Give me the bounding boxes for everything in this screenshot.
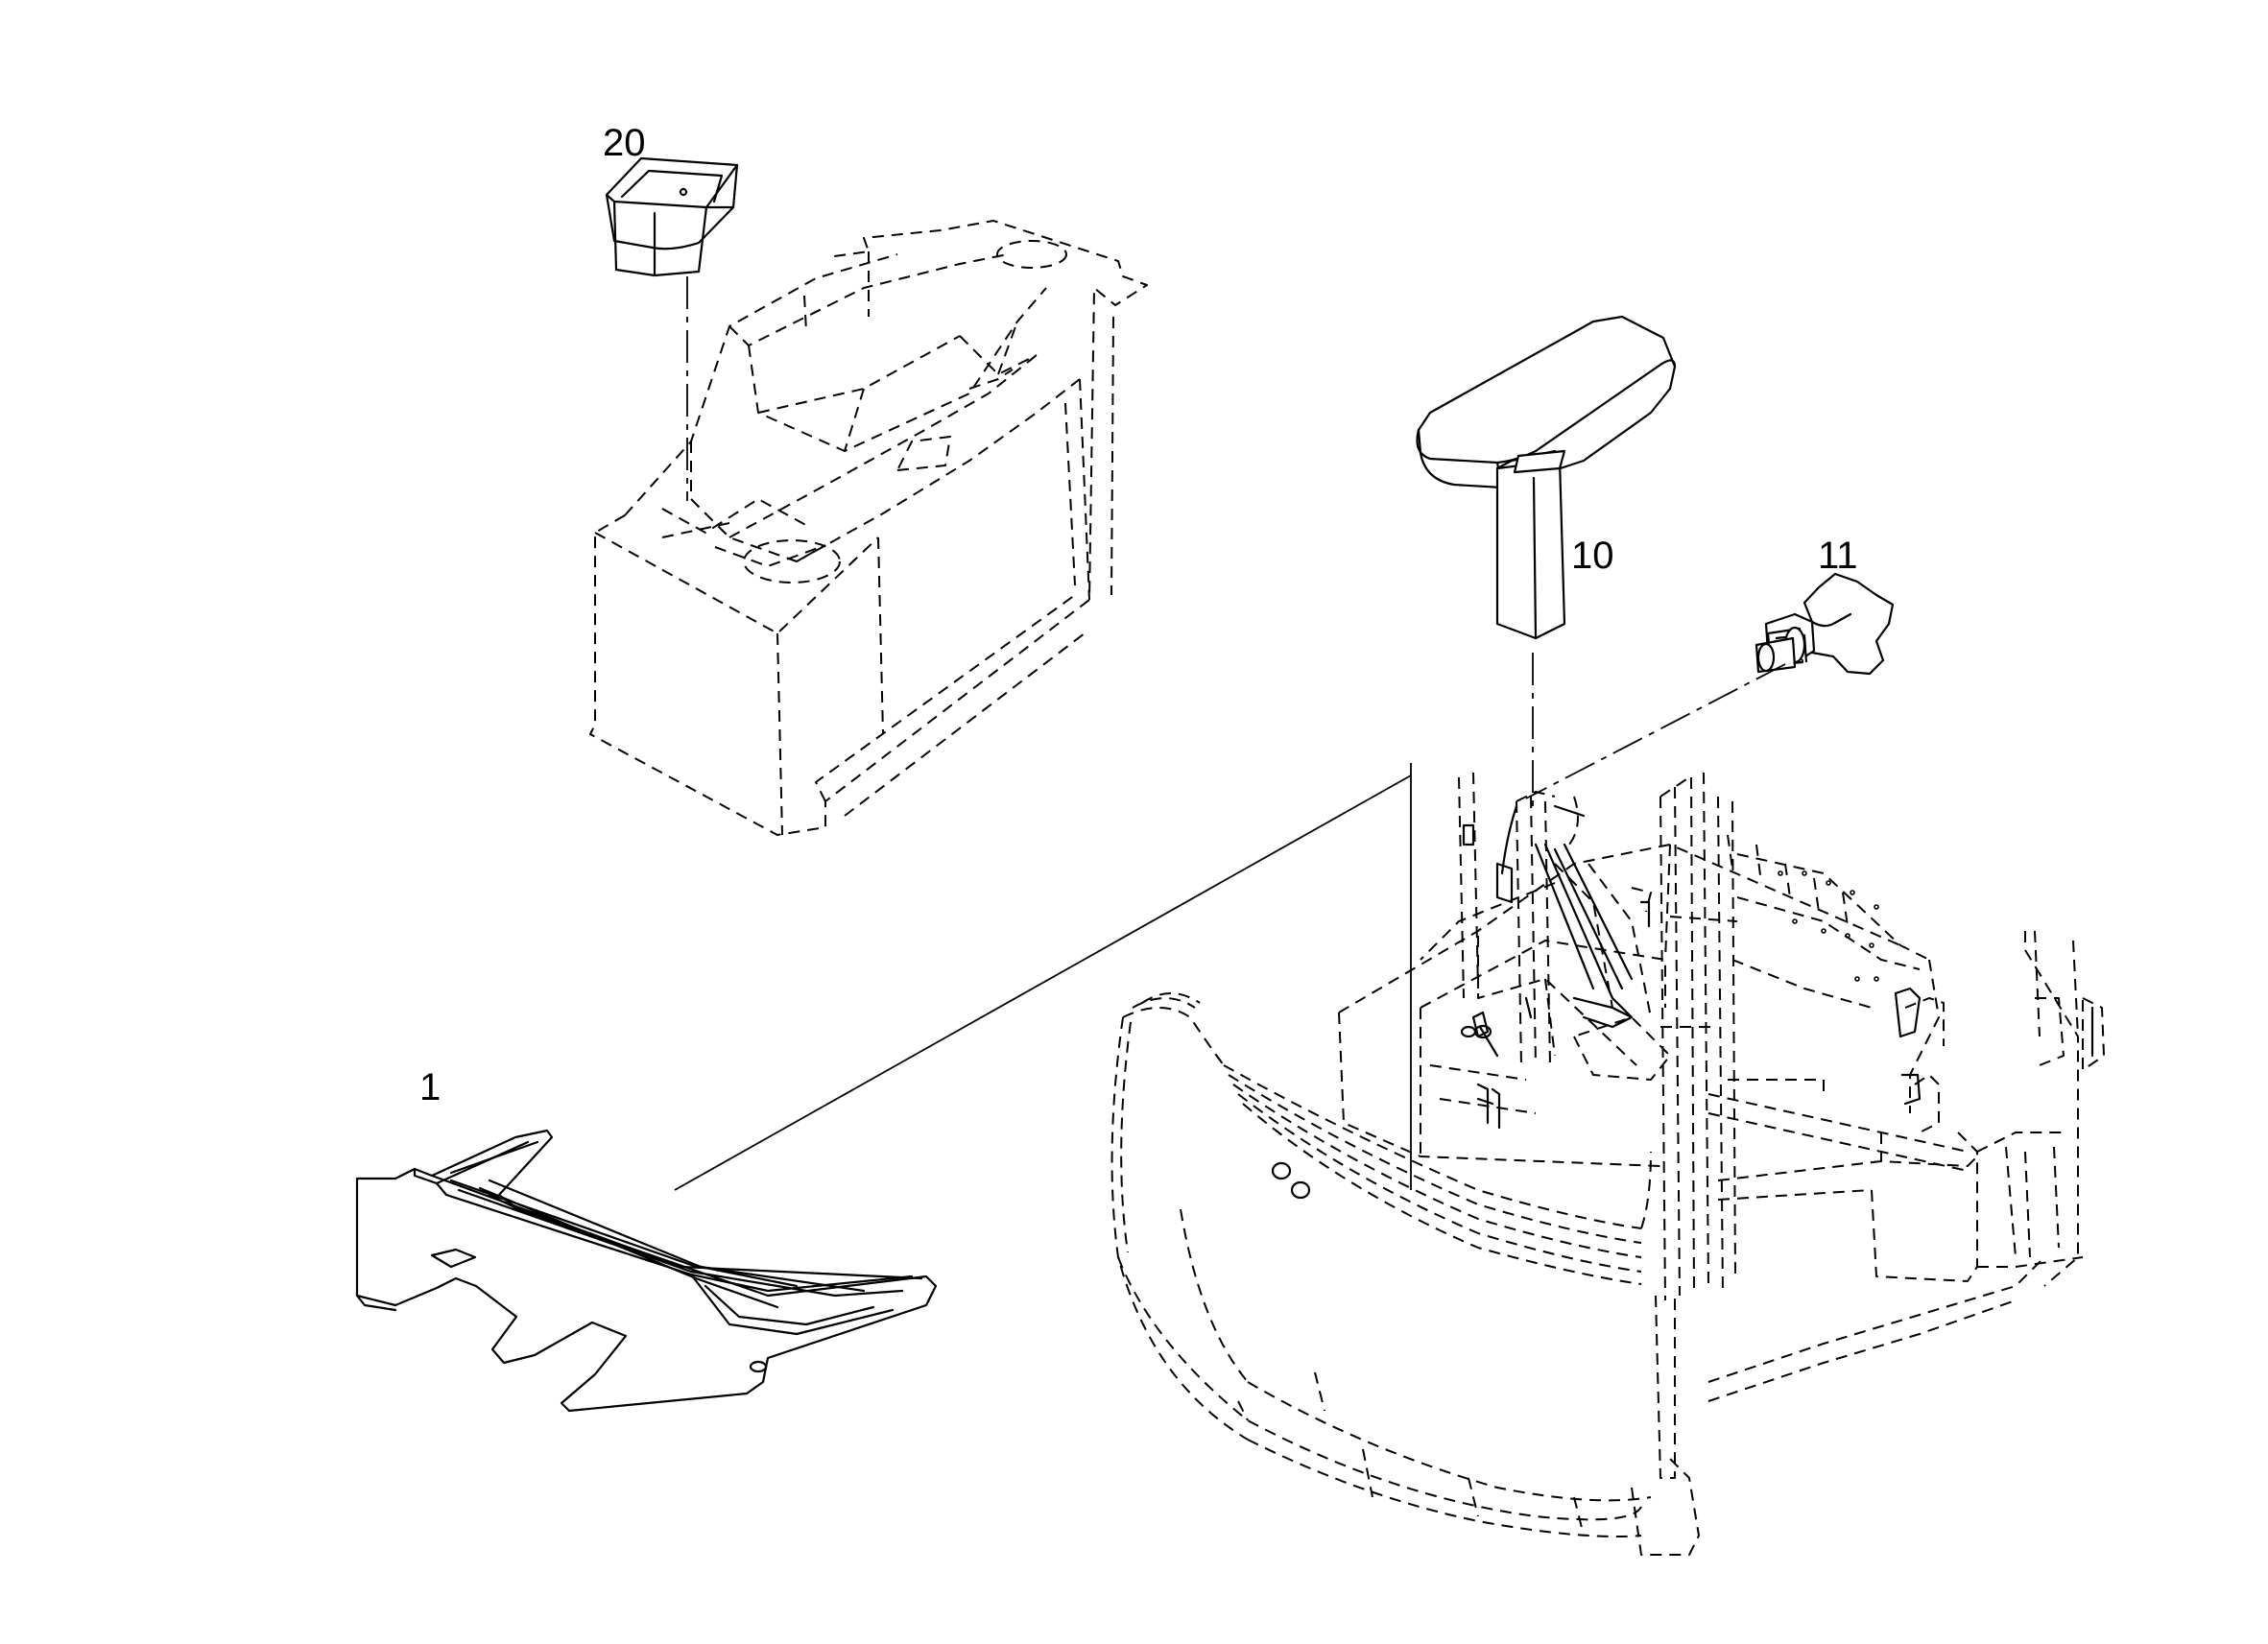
callout-1: 1: [419, 1066, 441, 1108]
callout-20: 20: [603, 122, 646, 164]
leader-line-1: [674, 774, 1412, 1191]
callout-10: 10: [1571, 535, 1614, 577]
truck-chassis: [1110, 772, 2105, 1556]
callout-11: 11: [1818, 535, 1858, 577]
leader-line-11: [1525, 663, 1786, 799]
part-11-star-knob[interactable]: [1755, 572, 1895, 676]
part-20-cup-holder[interactable]: [605, 156, 739, 277]
part-10-armrest[interactable]: [1416, 315, 1677, 640]
center-console: [589, 220, 1148, 836]
chassis-details: [1271, 804, 2094, 1200]
part-1-floor-mat[interactable]: [355, 1129, 938, 1413]
